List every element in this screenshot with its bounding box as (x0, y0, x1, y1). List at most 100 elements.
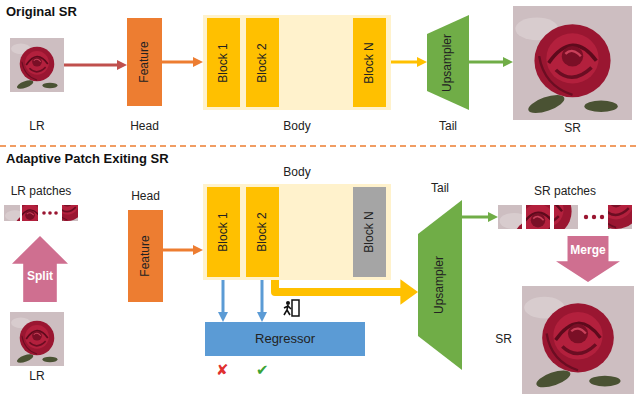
regressor-bar: Regressor (205, 322, 365, 356)
node-label: Block N (363, 42, 377, 83)
dot (592, 215, 596, 219)
arrow-head (218, 312, 228, 322)
flow-connector (64, 60, 127, 70)
upsampler-trapezoid: TailUpsampler (418, 200, 462, 370)
dot (54, 211, 58, 215)
connector-line (64, 64, 118, 67)
patch (3, 192, 56, 245)
arrow-head (400, 279, 418, 305)
flow-connector (162, 57, 203, 67)
split-arrow-fill (12, 236, 68, 302)
sr-image (513, 6, 632, 120)
lr-image (10, 312, 64, 366)
door (292, 300, 299, 316)
node-label: Feature (138, 41, 152, 82)
residual-block: Block 2 (246, 18, 279, 107)
upsampler-trapezoid-fill (418, 200, 462, 370)
patch-strip: SR patches (498, 205, 632, 229)
section-separator (0, 145, 640, 147)
flow-connector (218, 277, 228, 322)
sr-patches (498, 165, 640, 285)
connector-line (162, 61, 194, 64)
node-label: Block 1 (217, 43, 231, 82)
caption-label: SR patches (534, 185, 596, 199)
reject-mark: ✘ (216, 361, 229, 379)
arrow-head (488, 212, 498, 222)
body-panel: BodyBlock 1Block 2Block N (203, 15, 391, 110)
connector-line (469, 61, 504, 64)
flow-connector (257, 277, 267, 322)
caption-label: LR (29, 370, 44, 384)
arrow-head (193, 57, 203, 67)
caption-label: LR (29, 120, 44, 134)
caption-label: SR (495, 333, 512, 347)
upsampler-trapezoid: UpsamplerTail (427, 15, 469, 110)
image-frame: LR (10, 312, 64, 366)
flow-connector (275, 277, 418, 305)
dot (48, 211, 52, 215)
image-frame: LR (10, 38, 64, 92)
flow-connector (391, 57, 427, 67)
caption-label: Tail (431, 182, 449, 196)
dot (42, 211, 46, 215)
node-label: Upsampler (433, 256, 447, 314)
split-arrow-outline (12, 236, 68, 302)
connector-line (222, 277, 225, 313)
node-label: Block N (363, 211, 377, 252)
arrow-head (257, 312, 267, 322)
connector-line (261, 277, 264, 313)
image-frame: SR (513, 6, 632, 120)
exit-icon (284, 300, 299, 316)
arrow-head (193, 245, 203, 255)
flow-connector (462, 212, 498, 222)
node-label: Block 2 (256, 212, 270, 251)
node-label: Feature (139, 235, 153, 276)
caption-label: Body (283, 120, 310, 134)
body-panel: BodyBlock 1Block 2Block N (203, 184, 391, 280)
residual-block: Block N (353, 18, 386, 107)
split-arrow: Split (12, 236, 68, 302)
node-label: Regressor (255, 332, 315, 347)
running-figure (284, 305, 291, 315)
lr-image (10, 38, 64, 92)
image-frame: SR (522, 286, 634, 394)
caption-label: Tail (439, 120, 457, 134)
node-label: Block 1 (217, 212, 231, 251)
connector-line (462, 216, 489, 219)
skipped-block: Block N (353, 187, 386, 277)
patch-strip: LR patches (4, 205, 78, 223)
merge-arrow: Merge (556, 236, 620, 282)
connector-line (391, 61, 418, 64)
residual-block: Block 1 (207, 18, 240, 107)
caption-label: SR (564, 122, 581, 136)
node-label: Upsampler (441, 33, 455, 91)
flow-connector (469, 57, 513, 67)
node-label: Split (27, 270, 53, 284)
patch (576, 165, 640, 245)
residual-block: Block 2 (246, 187, 279, 277)
node-label: Block 2 (256, 43, 270, 82)
flow-connector (163, 245, 203, 255)
accept-mark: ✔ (256, 361, 269, 379)
head-block: HeadFeature (128, 210, 163, 302)
connector-line (163, 249, 194, 252)
head-block: FeatureHead (127, 18, 162, 106)
sr-image (522, 286, 634, 394)
merge-arrow-fill (556, 236, 620, 282)
caption-label: Body (283, 166, 310, 180)
section-title: Original SR (6, 4, 77, 19)
upsampler-trapezoid-fill (427, 15, 469, 110)
residual-block: Block 1 (207, 187, 240, 277)
arrow-head (417, 57, 427, 67)
node-label: Merge (570, 244, 605, 258)
dot (600, 215, 604, 219)
arrow-head (503, 57, 513, 67)
caption-label: LR patches (11, 185, 72, 199)
caption-label: Head (131, 190, 160, 204)
caption-label: Head (130, 120, 159, 134)
dot (584, 215, 588, 219)
figure-head (286, 301, 290, 305)
arrow-head (117, 60, 127, 70)
section-title: Adaptive Patch Exiting SR (6, 151, 169, 166)
